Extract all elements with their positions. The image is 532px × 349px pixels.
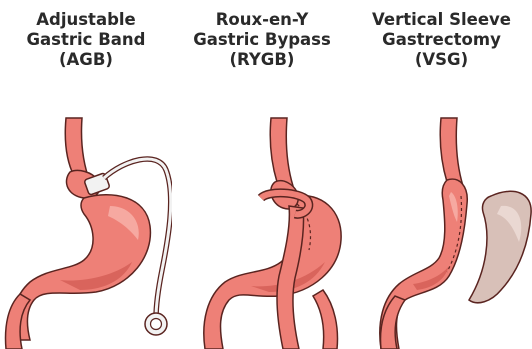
bypassed-stomach bbox=[204, 195, 341, 349]
panel-vsg: Vertical Sleeve Gastrectomy (VSG) bbox=[351, 0, 532, 349]
rygb-illustration bbox=[173, 0, 351, 349]
vsg-illustration bbox=[351, 0, 532, 349]
biliopancreatic-limb bbox=[313, 290, 337, 349]
agb-illustration bbox=[0, 0, 172, 349]
panel-rygb: Roux-en-Y Gastric Bypass (RYGB) bbox=[173, 0, 351, 349]
esophagus bbox=[270, 118, 293, 186]
panel-agb: Adjustable Gastric Band (AGB) bbox=[0, 0, 172, 349]
duodenum bbox=[381, 296, 405, 349]
esophagus bbox=[440, 118, 463, 186]
